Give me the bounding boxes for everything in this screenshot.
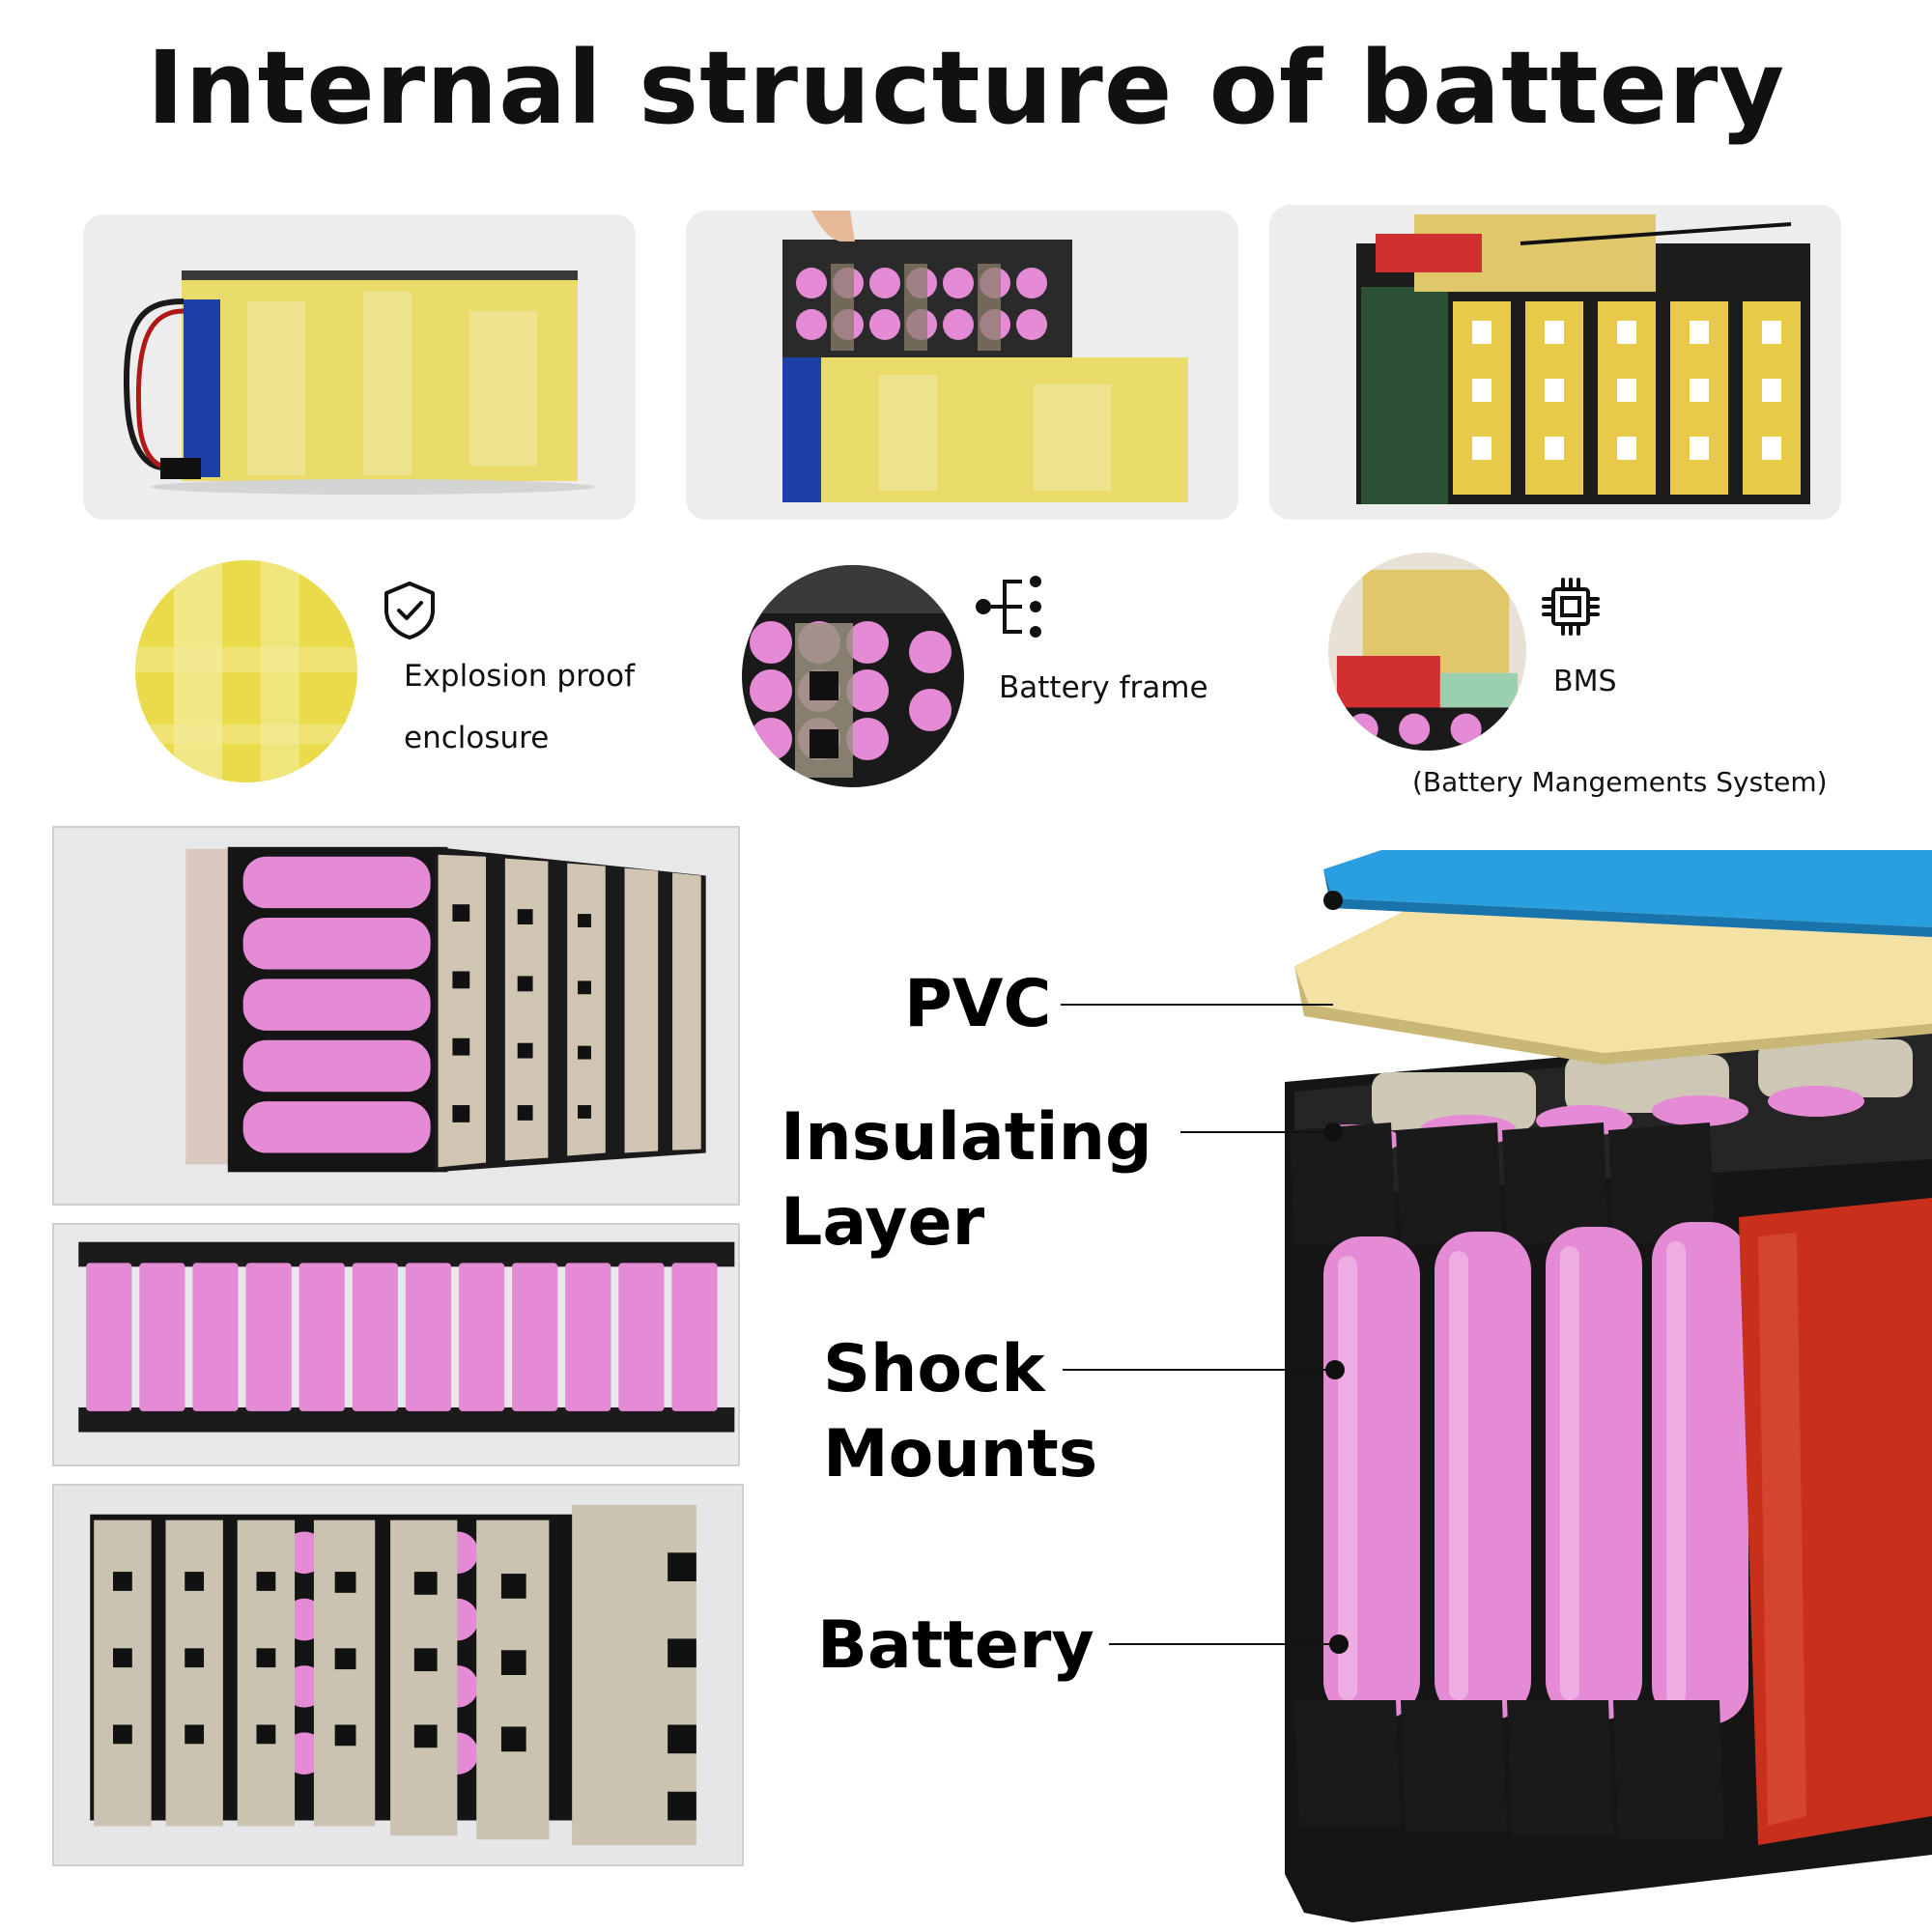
chip-icon xyxy=(1540,576,1602,638)
layer-label-pvc: PVC xyxy=(904,962,1051,1047)
feature-circle-enclosure xyxy=(135,560,357,782)
photo-bms-pack xyxy=(1269,205,1841,520)
exploded-battery-diagram xyxy=(1285,850,1932,1922)
photo-wrapped-pack xyxy=(83,214,636,520)
layer-label-shock-line2: Mounts xyxy=(823,1416,1098,1492)
feature-label-enclosure: Explosion proof enclosure xyxy=(404,645,635,769)
photo-cell-module-angled xyxy=(52,826,740,1206)
feature-label-enclosure-line1: Explosion proof xyxy=(404,659,636,694)
layer-label-insulating: Insulating Layer xyxy=(781,1095,1152,1265)
layer-label-pvc-line1: PVC xyxy=(904,966,1052,1042)
feature-circle-bms xyxy=(1328,553,1526,751)
feature-label-bms: BMS xyxy=(1553,665,1617,698)
feature-label-frame: Battery frame xyxy=(999,670,1208,705)
photo-cell-row xyxy=(52,1223,740,1466)
layer-label-shock: Shock Mounts xyxy=(823,1327,1097,1497)
feature-circle-frame xyxy=(742,565,964,787)
photo-pack-insertion xyxy=(686,211,1238,520)
feature-sublabel-bms: (Battery Mangements System) xyxy=(1412,766,1828,798)
photo-nickel-strips xyxy=(52,1484,744,1866)
layer-label-battery-line1: Battery xyxy=(817,1607,1094,1684)
feature-label-enclosure-line2: enclosure xyxy=(404,721,550,755)
layer-label-shock-line1: Shock xyxy=(823,1331,1045,1407)
layer-label-insulating-line1: Insulating xyxy=(781,1099,1152,1176)
layer-label-insulating-line2: Layer xyxy=(781,1184,985,1261)
shield-check-icon xyxy=(379,580,440,641)
frame-structure-icon xyxy=(972,568,1049,645)
layer-label-battery: Battery xyxy=(817,1604,1094,1689)
page-title: Internal structure of battery xyxy=(146,29,1786,147)
